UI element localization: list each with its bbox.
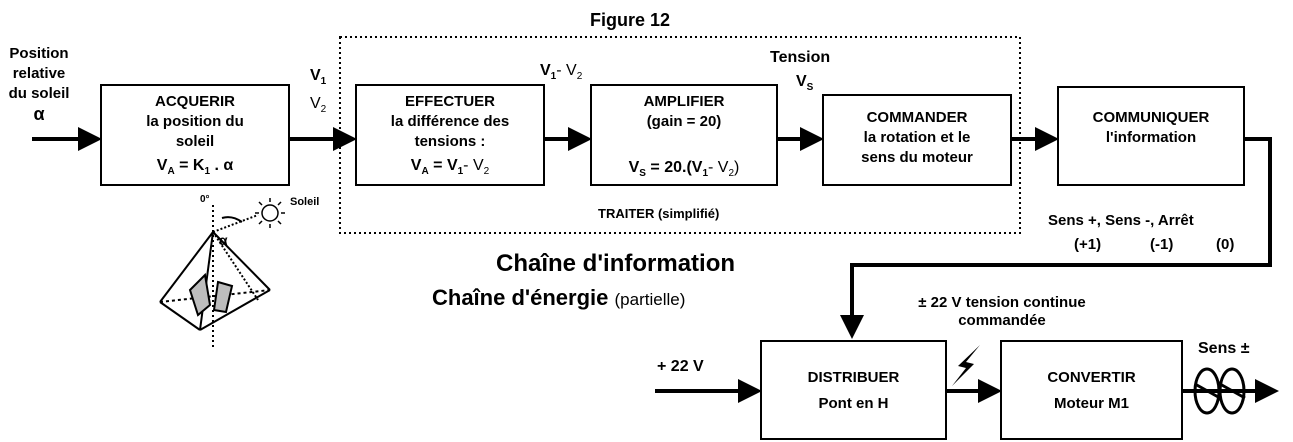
chain-energy-title: Chaîne d'énergie (partielle) <box>432 285 686 310</box>
block-commander: COMMANDER la rotation et le sens du mote… <box>822 94 1012 186</box>
block-convertir: CONVERTIR Moteur M1 <box>1000 340 1183 440</box>
tension-label: Tension VS <box>770 49 831 94</box>
arret-code: (0) <box>1216 236 1235 253</box>
plus22-label: + 22 V <box>657 358 704 375</box>
sens-label: Sens +, Sens -, Arrêt <box>1048 212 1194 229</box>
pyramid-sketch <box>159 205 271 350</box>
traiter-frame <box>339 36 1021 234</box>
sens-plus-code: (+1) <box>1074 236 1102 253</box>
alpha-sketch-label: α <box>219 232 228 248</box>
chain-information-title: Chaîne d'information <box>496 250 736 277</box>
block-distribuer: DISTRIBUER Pont en H <box>760 340 947 440</box>
block-acquerir: ACQUERIR la position du soleil VA = K1 .… <box>100 84 290 186</box>
diff-label: V1- V2 <box>540 62 583 83</box>
arrow-comm-dist <box>840 137 1272 339</box>
sun-icon <box>255 198 285 228</box>
block-amplifier: AMPLIFIER (gain = 20) VS = 20.(V1- V2) <box>590 84 778 186</box>
soleil-label: Soleil <box>290 196 320 208</box>
traiter-label: TRAITER (simplifié) <box>598 206 720 221</box>
block-effectuer: EFFECTUER la différence des tensions : V… <box>355 84 545 186</box>
rotation-icon <box>1193 367 1246 415</box>
lightning-icon <box>952 345 980 386</box>
zero-degree-label: 0° <box>200 194 210 205</box>
sens-pm-label: Sens ± <box>1198 340 1250 357</box>
v1-v2-label: V1 V2 <box>310 67 327 116</box>
figure-title: Figure 12 <box>590 10 671 30</box>
block-communiquer: COMMUNIQUER l'information <box>1057 86 1245 186</box>
input-label: Position relative du soleil α <box>8 45 70 124</box>
tension-continue-label: ± 22 V tension continue commandée <box>918 294 1086 329</box>
sens-minus-code: (-1) <box>1150 236 1174 253</box>
